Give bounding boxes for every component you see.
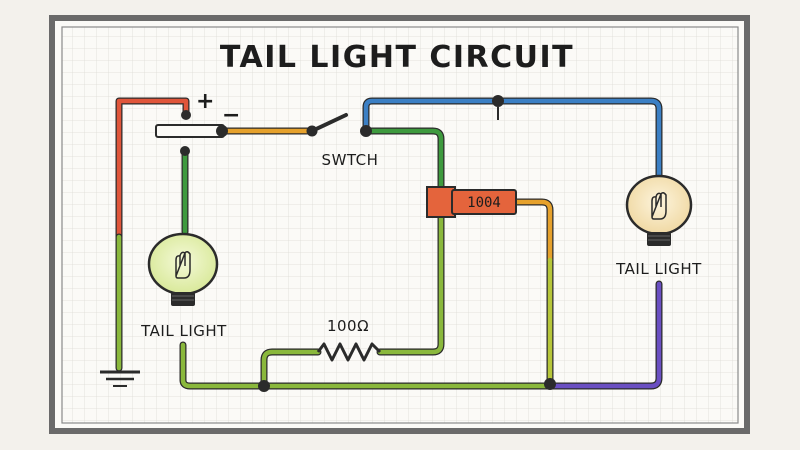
wire-green-fuse	[362, 127, 445, 193]
wire-bottom-return	[179, 341, 554, 390]
junction-icon	[492, 95, 504, 120]
ground-icon	[100, 370, 140, 387]
battery-negative-sign: −	[222, 103, 240, 128]
junction-dot	[258, 380, 270, 392]
wire-fuse-right	[511, 198, 554, 388]
diagram-title: TAIL LIGHT CIRCUIT	[220, 40, 574, 75]
switch-label: SWTCH	[322, 151, 379, 169]
fuse-label: 1004	[467, 195, 501, 211]
right-lamp-label: TAIL LIGHT	[615, 260, 702, 278]
board	[49, 15, 750, 434]
wire-fuse-resistor	[260, 212, 445, 390]
lamp-icon	[147, 232, 219, 306]
battery-positive-sign: +	[196, 89, 214, 114]
resistor-icon	[316, 342, 382, 362]
wires	[115, 97, 663, 390]
fuse-icon: 1004	[426, 186, 517, 218]
switch-icon	[306, 113, 372, 137]
battery-terminal: + −	[155, 89, 240, 156]
left-lamp	[147, 232, 219, 306]
lamp-icon	[625, 174, 693, 246]
wire-purple	[546, 280, 663, 390]
right-lamp	[625, 174, 693, 246]
left-lamp-label: TAIL LIGHT	[140, 322, 227, 340]
wire-blue	[362, 97, 663, 184]
junction-dot	[544, 378, 556, 390]
resistor-label: 100Ω	[327, 317, 369, 335]
wire-red	[115, 97, 190, 241]
